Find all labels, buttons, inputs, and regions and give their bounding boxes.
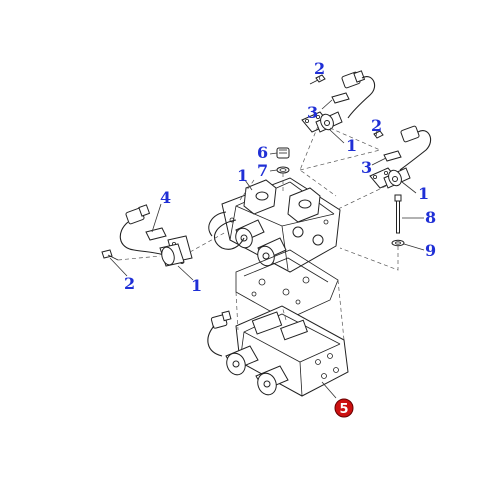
assembly-lines [117,125,399,341]
main-valve-body [208,177,341,273]
callout-5: 5 [339,402,348,417]
callout-1-top: 1 [346,136,357,155]
callout-6: 6 [257,143,268,162]
callout-1-right: 1 [418,184,429,203]
long-bolt-and-washer [391,194,405,247]
solenoid-assembly-right [369,125,432,189]
callout-1-left: 1 [191,276,202,295]
callout-3-right: 3 [361,158,372,177]
callout-1-mid: 1 [237,166,248,185]
callout-9: 9 [425,241,436,260]
callout-2-left: 2 [124,274,135,293]
callouts: 2 3 1 2 6 7 1 3 1 4 8 9 2 1 5 [124,59,436,418]
solenoid-assembly-left [101,204,193,267]
callout-5-badge: 5 [334,398,354,418]
callout-4: 4 [160,188,171,207]
callout-2-right: 2 [371,116,382,135]
callout-2-top: 2 [314,59,325,78]
callout-8: 8 [425,208,436,227]
plug-and-oring [276,147,290,174]
callout-7: 7 [257,161,268,180]
callout-3-top: 3 [307,103,318,122]
leader-lines [109,75,425,399]
solenoid-assembly-top [301,70,376,133]
lower-valve-assembly [207,305,349,397]
